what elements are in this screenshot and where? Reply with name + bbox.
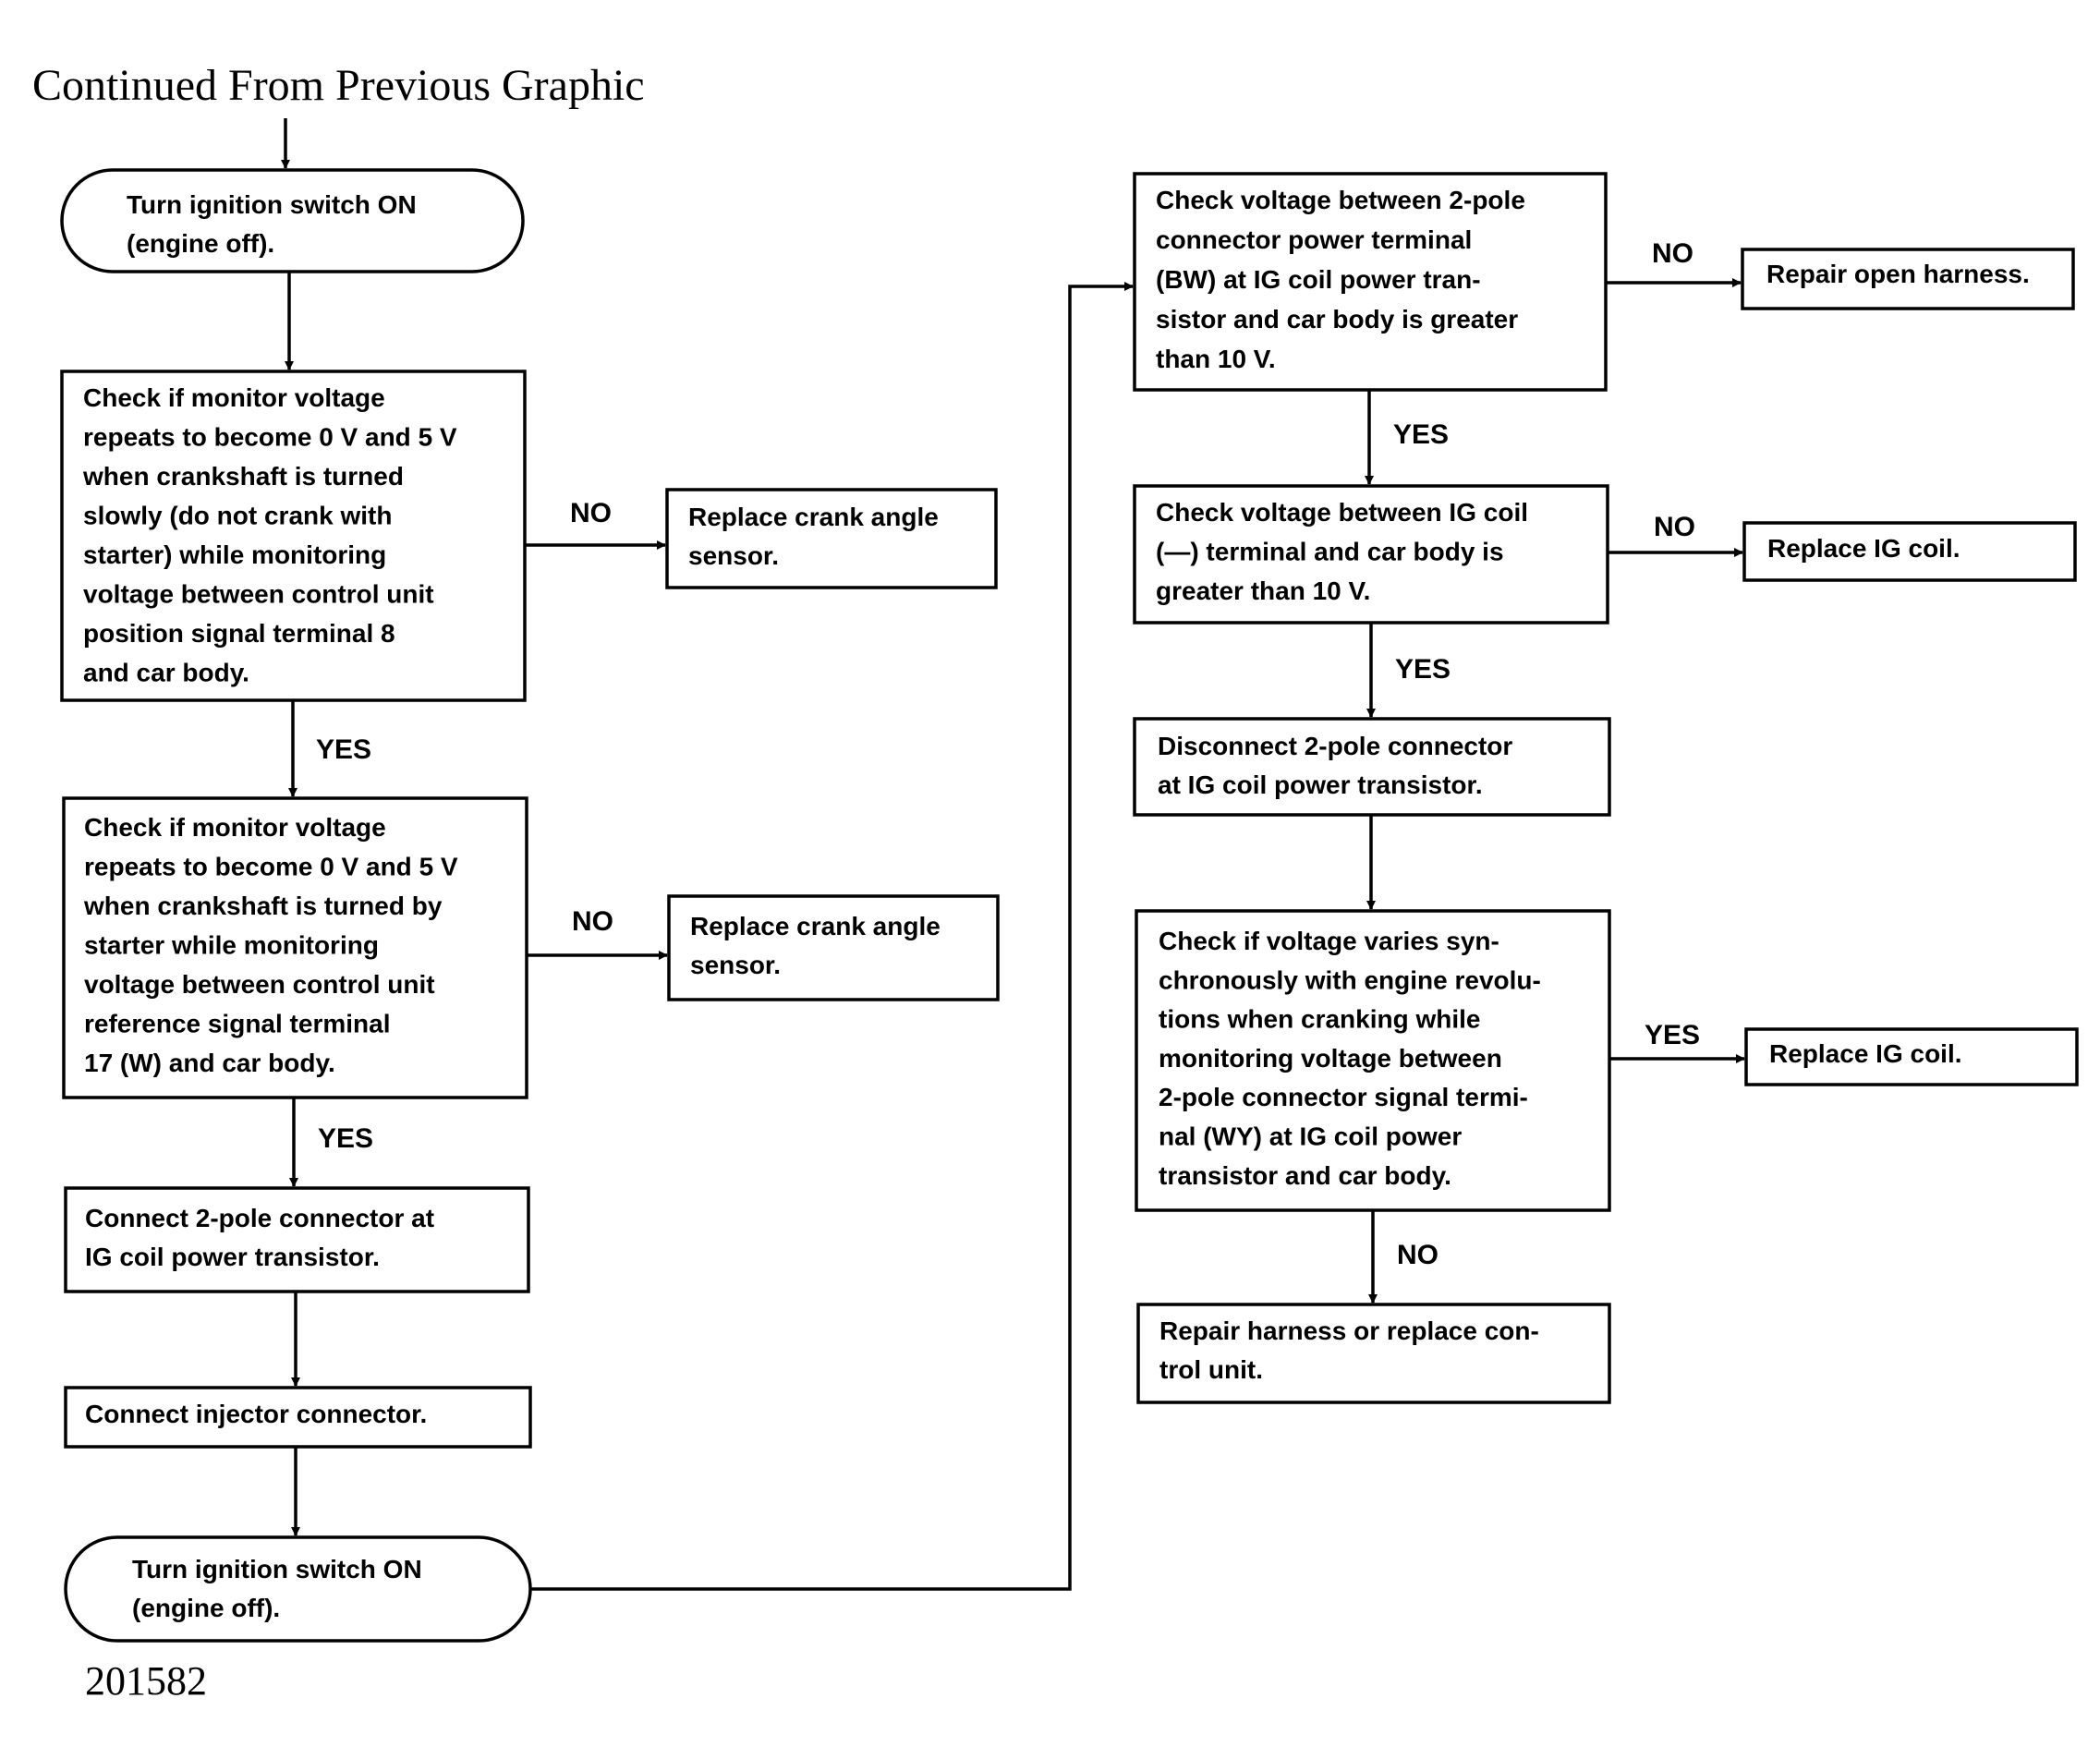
box-outline [1136,1303,1611,1404]
box-text-line: starter) while monitoring [83,540,386,569]
label-no: NO [1397,1240,1438,1270]
label-no: NO [1652,238,1693,269]
step-check-sync-voltage: Check if voltage varies syn-chronously w… [1135,909,1611,1212]
box-text-line: monitoring voltage between [1159,1044,1502,1073]
box-outline [64,1186,530,1293]
box-text-line: when crankshaft is turned by [83,892,443,920]
box-text-line: (—) terminal and car body is [1156,538,1504,566]
label-yes: YES [316,734,371,765]
step-repair-open-harness: Repair open harness. [1741,248,2075,310]
step-replace-crank-angle-sensor: Replace crank angle sensor. [665,488,998,589]
box-text-line: Check voltage between 2-pole [1156,186,1525,214]
box-text-line: connector power terminal [1156,225,1472,254]
box-text-line: at IG coil power transistor. [1158,770,1483,799]
label-yes: YES [1395,654,1451,685]
box-text-line: sensor. [690,951,781,979]
box-text-line: when crankshaft is turned [82,462,404,491]
box-text-line: voltage between control unit [83,580,434,609]
box-text-line: nal (WY) at IG coil power [1159,1122,1462,1151]
box-text-line: (engine off). [132,1594,280,1622]
box-outline [1742,521,2077,582]
box-outline [1744,1027,2079,1086]
arrow-turn-on-to-check-bw [530,282,1134,1591]
step-replace-crank-angle-sensor: Replace crank angle sensor. [667,894,1000,1001]
box-text-line: starter while monitoring [84,931,379,960]
box-outline [60,168,525,273]
step-connect-injector-connector: Connect injector connector. [64,1386,532,1449]
label-yes: YES [318,1123,373,1154]
label-yes: YES [1393,419,1449,450]
step-replace-ig-coil: Replace IG coil. [1742,521,2077,582]
box-text-line: Replace crank angle [690,912,941,940]
box-text-line: repeats to become 0 V and 5 V [84,853,458,881]
box-outline [1133,484,1609,625]
box-text-line: than 10 V. [1156,345,1276,373]
box-text-line: position signal terminal 8 [83,619,395,648]
box-text-line: voltage between control unit [84,970,435,999]
box-outline [1135,909,1611,1212]
step-turn-ignition-on: Turn ignition switch ON (engine off). [60,168,525,273]
connectors [281,118,1745,1591]
box-text-line: (engine off). [127,229,274,258]
step-check-position-signal: Check if monitor voltage repeats to becom… [60,370,527,702]
box-outline [64,1386,532,1449]
box-text-line: Check voltage between IG coil [1156,498,1528,527]
figure-number: 201582 [85,1658,207,1704]
box-outline [665,488,998,589]
box-text-line: Replace crank angle [688,503,939,531]
box-text-line: Check if voltage varies syn- [1159,927,1499,955]
box-outline [1133,172,1608,392]
box-outline [667,894,1000,1001]
box-text-line: Replace IG coil. [1767,534,1960,563]
box-text-line: Repair open harness. [1766,260,2030,288]
branch-labels: NO YES NO YES NO YES NO YES YES NO [316,238,1700,1270]
label-yes: YES [1645,1020,1700,1050]
box-text-line: 17 (W) and car body. [84,1049,335,1077]
box-text-line: trol unit. [1159,1355,1263,1384]
label-no: NO [1654,512,1695,542]
box-text-line: and car body. [83,659,249,687]
box-text-line: (BW) at IG coil power tran- [1156,265,1481,294]
step-check-reference-signal: Check if monitor voltage repeats to becom… [62,796,528,1099]
step-replace-ig-coil: Replace IG coil. [1744,1027,2079,1086]
step-connect-2pole-connector: Connect 2-pole connector at IG coil power… [64,1186,530,1293]
label-no: NO [570,498,612,528]
box-text-line: Turn ignition switch ON [132,1555,422,1583]
box-text-line: chronously with engine revolu- [1159,965,1541,994]
box-text-line: slowly (do not crank with [83,502,392,530]
box-text-line: Repair harness or replace con- [1159,1316,1539,1345]
box-text-line: repeats to become 0 V and 5 V [83,423,457,452]
box-text-line: IG coil power transistor. [85,1243,380,1271]
box-outline [1741,248,2075,310]
box-outline [60,370,527,702]
box-text-line: greater than 10 V. [1156,576,1370,605]
step-turn-ignition-on: Turn ignition switch ON (engine off). [64,1535,532,1643]
step-disconnect-2pole-connector: Disconnect 2-pole connector at IG coil po… [1133,717,1611,817]
box-text-line: Connect injector connector. [85,1400,427,1428]
box-text-line: Check if monitor voltage [83,383,385,412]
box-text-line: Turn ignition switch ON [127,190,417,219]
box-text-line: Disconnect 2-pole connector [1158,732,1512,760]
step-repair-harness-or-replace-control-unit: Repair harness or replace con-trol unit. [1136,1303,1611,1404]
box-outline [62,796,528,1099]
box-outline [1133,717,1611,817]
label-no: NO [572,906,613,937]
box-text-line: reference signal terminal [84,1010,390,1038]
box-text-line: tions when cranking while [1159,1005,1481,1034]
box-text-line: Replace IG coil. [1769,1039,1962,1068]
box-text-line: transistor and car body. [1159,1161,1451,1190]
box-text-line: sensor. [688,541,779,570]
box-text-line: Connect 2-pole connector at [85,1204,434,1232]
step-check-bw-voltage: Check voltage between 2-pole connector po… [1133,172,1608,392]
box-text-line: sistor and car body is greater [1156,305,1518,334]
box-outline [64,1535,532,1643]
step-check-ig-coil-voltage: Check voltage between IG coil (—) termina… [1133,484,1609,625]
box-text-line: 2-pole connector signal termi- [1159,1083,1528,1111]
continued-header: Continued From Previous Graphic [32,61,645,110]
box-text-line: Check if monitor voltage [84,813,386,842]
